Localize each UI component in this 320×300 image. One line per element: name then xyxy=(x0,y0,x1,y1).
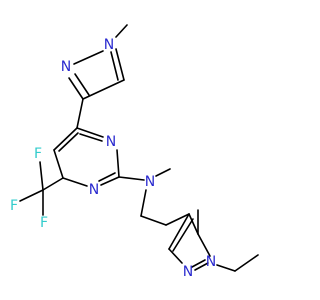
bond xyxy=(74,73,90,96)
bond xyxy=(172,218,194,252)
bond xyxy=(19,189,44,202)
bond xyxy=(58,132,79,152)
bond xyxy=(62,177,88,187)
bond xyxy=(168,213,190,250)
atom-f-top: F xyxy=(34,146,42,162)
atom-n-pyrazole-ethyl: N xyxy=(206,254,216,270)
bond xyxy=(191,259,206,268)
bond xyxy=(140,215,167,226)
atom-n-pyrimidine-lower: N xyxy=(89,182,99,198)
atom-n-pyrazole-top-left: N xyxy=(61,59,71,75)
bond xyxy=(115,48,125,81)
atom-f-bottom: F xyxy=(40,215,48,231)
bond xyxy=(53,149,64,179)
molecule-structure-diagram: N N N N N F F F N N xyxy=(10,24,259,280)
bond xyxy=(100,176,120,186)
atom-n-pyrazole-top: N xyxy=(104,37,114,53)
bond xyxy=(39,161,44,191)
bond xyxy=(194,262,209,271)
bond xyxy=(73,50,104,65)
atom-n-pyrazole-bottom: N xyxy=(183,264,193,280)
bond xyxy=(115,24,128,38)
bond xyxy=(197,233,211,257)
bond xyxy=(116,149,120,178)
bond xyxy=(165,213,190,226)
bond-set xyxy=(19,24,259,272)
bond xyxy=(76,98,84,129)
bond xyxy=(155,168,171,177)
bond xyxy=(76,127,104,138)
bond xyxy=(79,133,103,142)
bond xyxy=(68,77,84,100)
bond xyxy=(216,264,236,272)
atom-n-amine: N xyxy=(145,174,155,190)
bond xyxy=(42,177,64,191)
bond xyxy=(188,213,199,235)
bond xyxy=(53,127,78,151)
bond xyxy=(110,51,119,81)
bond xyxy=(98,172,116,182)
bond xyxy=(118,176,145,181)
bond xyxy=(168,248,183,264)
bond xyxy=(234,254,259,272)
atom-label-set: N N N N N F F F N N xyxy=(10,37,216,280)
atom-n-pyrimidine-upper: N xyxy=(106,134,116,150)
bond xyxy=(140,189,147,217)
atom-f-left: F xyxy=(10,198,18,214)
structure-canvas: N N N N N F F F N N xyxy=(10,24,259,280)
bond xyxy=(82,79,125,100)
